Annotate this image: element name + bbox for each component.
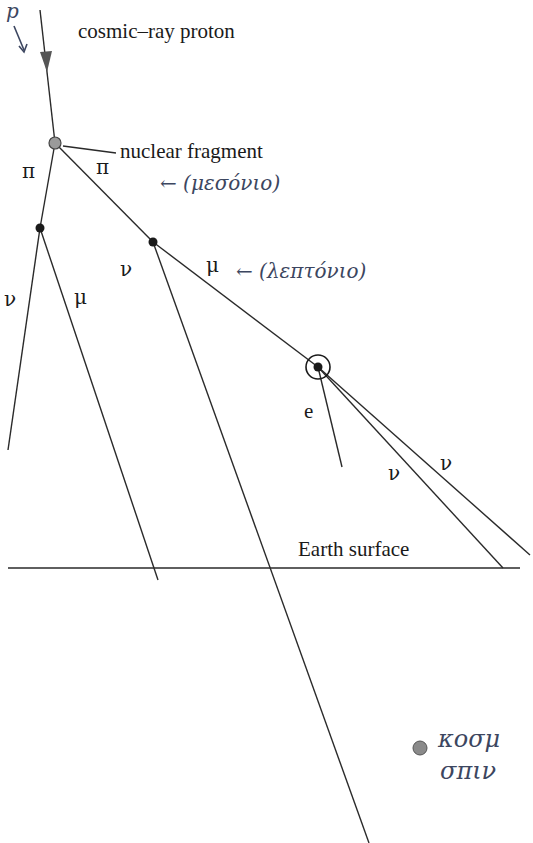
caption-text: cosmic–ray proton (78, 20, 235, 43)
particle-symbol: π (22, 160, 35, 182)
handwritten-note: ← (λεπτόνιο) (236, 260, 366, 282)
particle-symbol: ν (4, 288, 16, 310)
surface-label: Earth surface (298, 538, 409, 561)
particle-symbol: ν (440, 452, 452, 474)
handwritten-note: ← (μεσόνιο) (160, 172, 280, 194)
handwritten-note: σπιν (440, 758, 496, 784)
particle-symbol: e (304, 400, 313, 423)
particle-symbol: μ (74, 286, 87, 308)
particle-symbol: π (96, 156, 109, 178)
caption-text: nuclear fragment (120, 140, 263, 163)
handwritten-letter: p (6, 0, 19, 22)
particle-symbol: ν (120, 258, 132, 280)
handwritten-note: κοσμ (438, 726, 500, 752)
particle-symbol: ν (388, 462, 400, 484)
particle-symbol: μ (206, 254, 219, 276)
